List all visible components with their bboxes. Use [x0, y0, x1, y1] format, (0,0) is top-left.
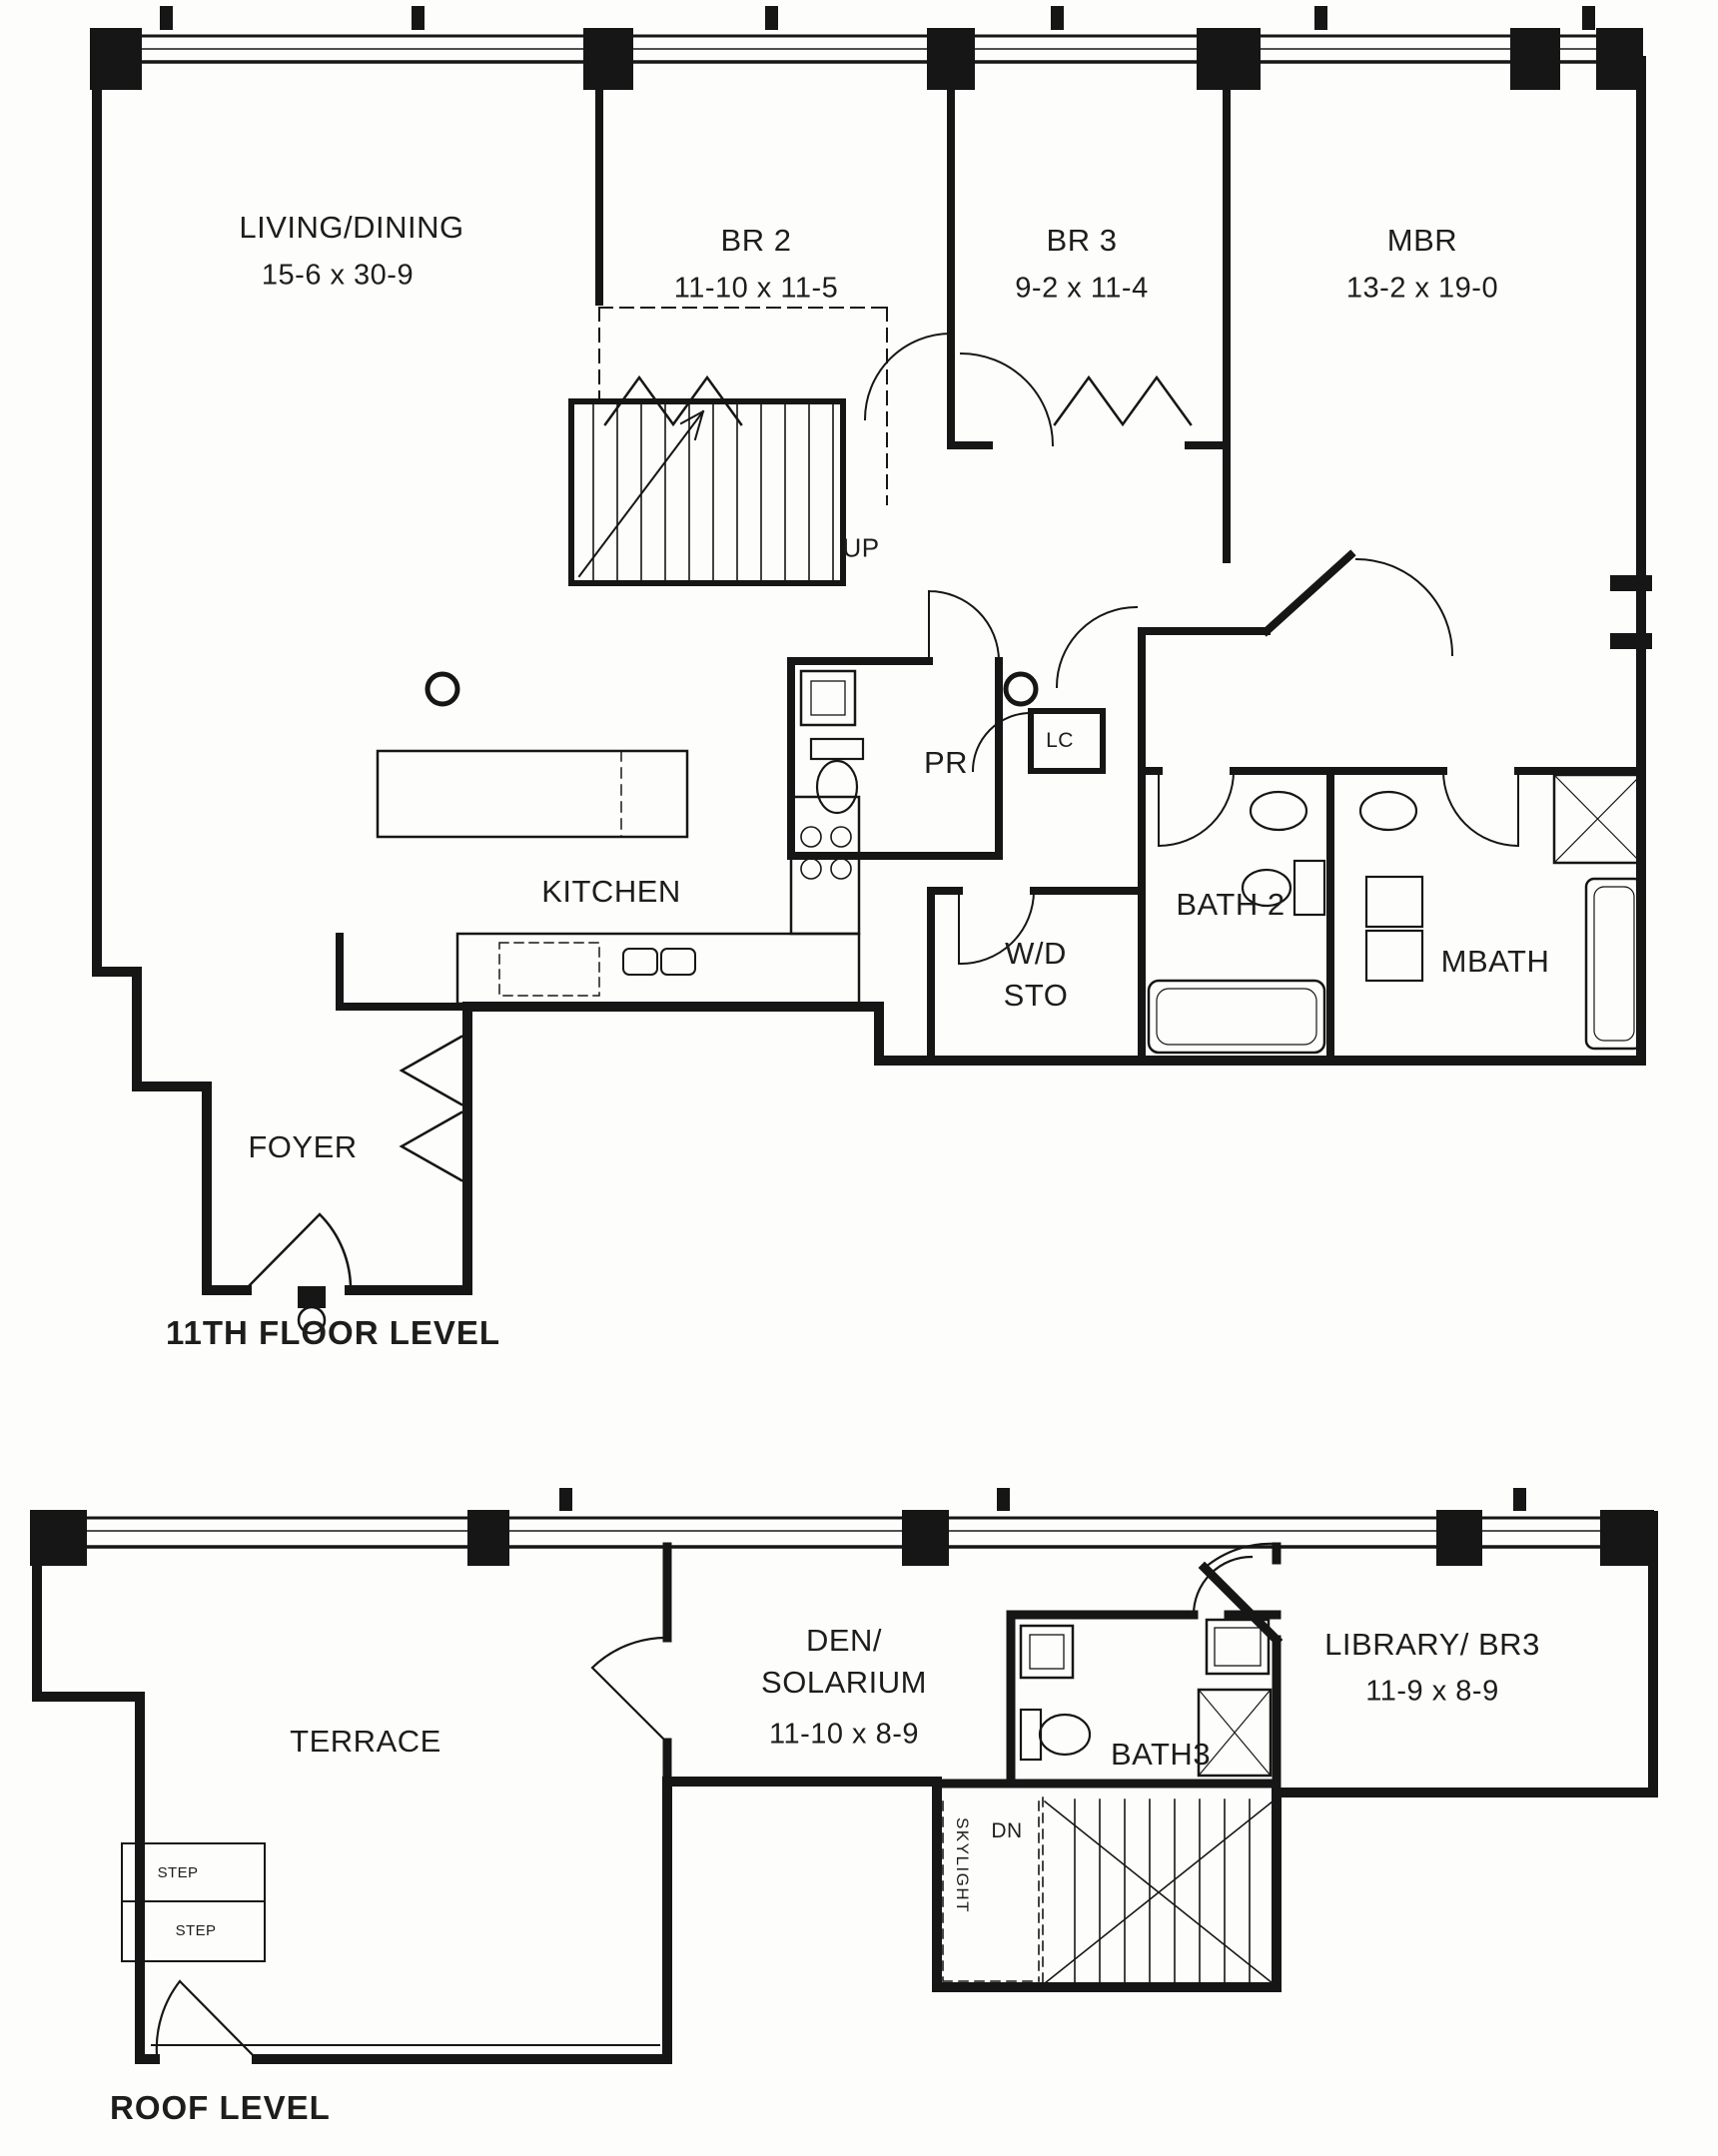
foyer-closet-bifold-2	[399, 1110, 463, 1182]
wd-line2: STO	[1003, 978, 1069, 1013]
bath3-fixtures	[1019, 1618, 1273, 1778]
entry-column-bulb	[297, 1305, 327, 1335]
closet-dashed-outline	[598, 307, 888, 505]
room-label-pr: PR	[923, 745, 969, 781]
room-label-den-solarium: DEN/ SOLARIUM	[761, 1620, 927, 1704]
room-dim-br3: 9-2 x 11-4	[1015, 272, 1149, 305]
mbath-fixtures	[1358, 773, 1644, 1051]
stair-treads-11	[592, 403, 834, 581]
room-label-wd-sto: W/D STO	[1004, 933, 1069, 1017]
caption-roof-level: ROOF LEVEL	[110, 2089, 331, 2126]
room-label-br3: BR 3	[1046, 223, 1118, 259]
stair-treads-roof	[1043, 1798, 1275, 1986]
stair-dn-label: DN	[991, 1818, 1023, 1842]
step-label-2: STEP	[175, 1921, 217, 1939]
door-arcs-roof	[155, 1542, 1279, 2061]
room-label-terrace: TERRACE	[290, 1724, 441, 1760]
interior-walls-roof	[662, 1542, 1284, 1797]
room-label-bath2: BATH 2	[1176, 887, 1286, 923]
room-label-library-br3: LIBRARY/ BR3	[1324, 1627, 1540, 1663]
stair-enclosure-11	[568, 398, 846, 586]
caption-11th-floor: 11TH FLOOR LEVEL	[166, 1314, 501, 1351]
pr-fixtures	[799, 669, 865, 815]
room-dim-mbr: 13-2 x 19-0	[1345, 272, 1499, 305]
wd-line1: W/D	[1005, 936, 1067, 972]
room-dim-den-solarium: 11-10 x 8-9	[768, 1718, 920, 1751]
kitchen-fixtures	[376, 749, 861, 1006]
interior-walls-11	[336, 57, 1645, 1065]
br3-closet-bifold	[1053, 374, 1193, 427]
roof-plan	[30, 1488, 1658, 2064]
floor-11-plan	[90, 6, 1652, 1335]
room-label-foyer: FOYER	[248, 1129, 358, 1165]
room-label-mbath: MBATH	[1440, 944, 1550, 980]
foyer-closet-bifold-1	[399, 1035, 463, 1106]
room-label-mbr: MBR	[1386, 223, 1458, 259]
skylight-dashed-outline	[942, 1800, 1040, 1982]
room-dim-living-dining: 15-6 x 30-9	[261, 259, 415, 292]
column-living	[425, 671, 460, 707]
door-arcs-11	[243, 332, 1520, 1292]
bath2-fixtures	[1147, 790, 1326, 1055]
entry-column	[298, 1286, 326, 1308]
closet-label-lc: LC	[1046, 728, 1074, 752]
room-label-kitchen: KITCHEN	[541, 874, 681, 910]
room-label-br2: BR 2	[720, 223, 792, 259]
terrace-steps	[121, 1842, 266, 1962]
step-label-1: STEP	[157, 1863, 199, 1881]
den-line2: SOLARIUM	[761, 1665, 927, 1700]
column-hall	[1003, 671, 1039, 707]
window-piers-roof	[30, 1488, 1654, 1566]
linen-closet-box	[1028, 708, 1106, 774]
skylight-label: SKYLIGHT	[953, 1816, 972, 1914]
stair-up-arrow	[577, 409, 705, 578]
br2-closet-bifold	[603, 374, 743, 427]
den-line1: DEN/	[805, 1623, 883, 1659]
room-label-living-dining: LIVING/DINING	[239, 210, 464, 246]
stair-up-label: UP	[842, 532, 880, 563]
room-label-bath3: BATH3	[1110, 1737, 1212, 1773]
room-dim-br2: 11-10 x 11-5	[673, 272, 839, 305]
room-dim-library-br3: 11-9 x 8-9	[1365, 1675, 1499, 1708]
